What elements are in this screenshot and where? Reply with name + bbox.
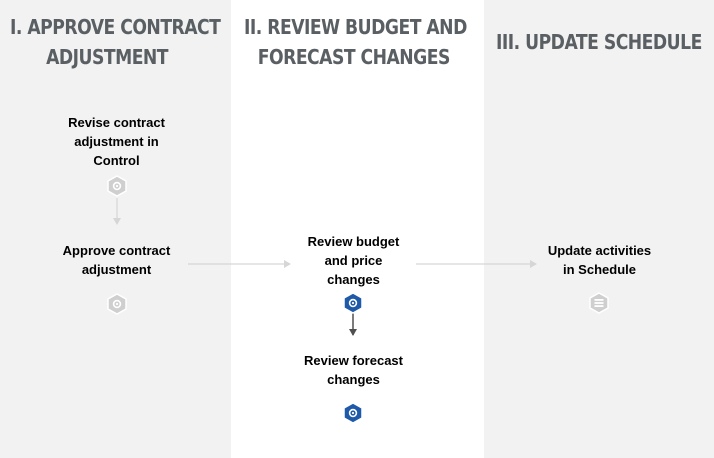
- step-update-activities-in-schedule: Update activities in Schedule: [547, 243, 652, 277]
- lane-title-approve-contract-adjustment: I. APPROVE CONTRACT ADJUSTMENT: [10, 12, 221, 72]
- step-revise-contract-adjustment: Revise contract adjustment in Control: [68, 115, 165, 168]
- step-review-forecast-changes: Review forecast changes: [304, 353, 403, 387]
- lane-title-line: II. REVIEW BUDGET AND: [244, 15, 467, 39]
- schedule-hex-icon: [589, 292, 609, 314]
- lane-title-line: ADJUSTMENT: [46, 45, 169, 69]
- lane-approve-contract-adjustment: [0, 0, 231, 458]
- process-hex-icon: [107, 175, 127, 197]
- lane-title-review-budget-forecast: II. REVIEW BUDGET AND FORECAST CHANGES: [244, 12, 467, 72]
- step-review-budget-and-price-changes: Review budget and price changes: [307, 233, 400, 287]
- lane-title-update-schedule: III. UPDATE SCHEDULE: [496, 30, 702, 54]
- lane-review-budget-forecast: [231, 0, 484, 458]
- process-hex-icon: [343, 402, 363, 424]
- process-hex-icon: [107, 293, 127, 315]
- lane-title-line: I. APPROVE CONTRACT: [10, 15, 221, 39]
- lane-title-line: FORECAST CHANGES: [257, 45, 451, 69]
- lane-update-schedule: [484, 0, 714, 458]
- process-hex-icon: [343, 292, 363, 314]
- step-approve-contract-adjustment: Approve contract adjustment: [62, 242, 171, 277]
